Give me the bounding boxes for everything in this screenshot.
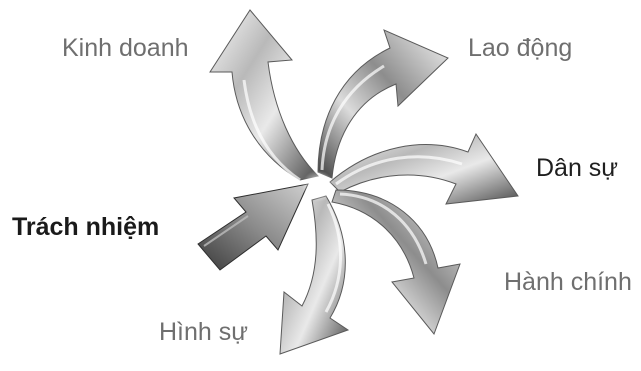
arrow-trach-nhiem	[198, 184, 308, 270]
label-lao-dong: Lao động	[468, 36, 572, 61]
label-hanh-chinh: Hành chính	[504, 270, 632, 295]
arrow-kinh-doanh	[210, 10, 318, 180]
arrow-hanh-chinh	[332, 190, 460, 334]
label-hinh-su: Hình sự	[159, 320, 248, 345]
label-dan-su: Dân sự	[536, 156, 618, 181]
center-hub	[302, 170, 334, 202]
label-trach-nhiem: Trách nhiệm	[12, 215, 159, 240]
label-kinh-doanh: Kinh doanh	[62, 36, 189, 61]
